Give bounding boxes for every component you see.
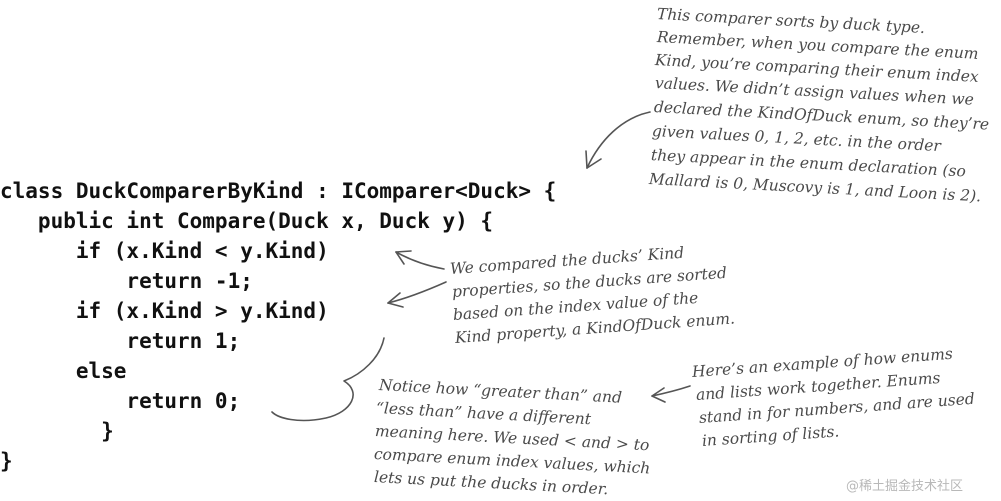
arrow-kind-second-if-head <box>387 292 404 308</box>
code-line: return 0; <box>0 389 241 413</box>
code-line: } <box>0 449 13 473</box>
code-line: } <box>0 419 114 443</box>
arrow-enums-lists <box>651 385 691 397</box>
code-line: return 1; <box>0 329 241 353</box>
arrow-enum-index <box>586 111 651 169</box>
arrow-kind-first-if <box>395 251 445 270</box>
code-line: class DuckComparerByKind : IComparer<Duc… <box>0 179 557 203</box>
code-line: public int Compare(Duck x, Duck y) { <box>0 209 494 233</box>
arrow-enum-index-head <box>585 150 602 169</box>
code-line: else <box>0 359 127 383</box>
code-line: return -1; <box>0 269 253 293</box>
arrow-kind-second-if <box>387 281 447 304</box>
code-line: if (x.Kind > y.Kind) <box>0 299 329 323</box>
bracket-curve <box>271 337 385 422</box>
arrow-enums-lists-head <box>651 387 666 403</box>
arrow-kind-first-if-head <box>395 250 412 265</box>
code-line: if (x.Kind < y.Kind) <box>0 239 329 263</box>
watermark-text: @稀土掘金技术社区 <box>846 479 964 494</box>
